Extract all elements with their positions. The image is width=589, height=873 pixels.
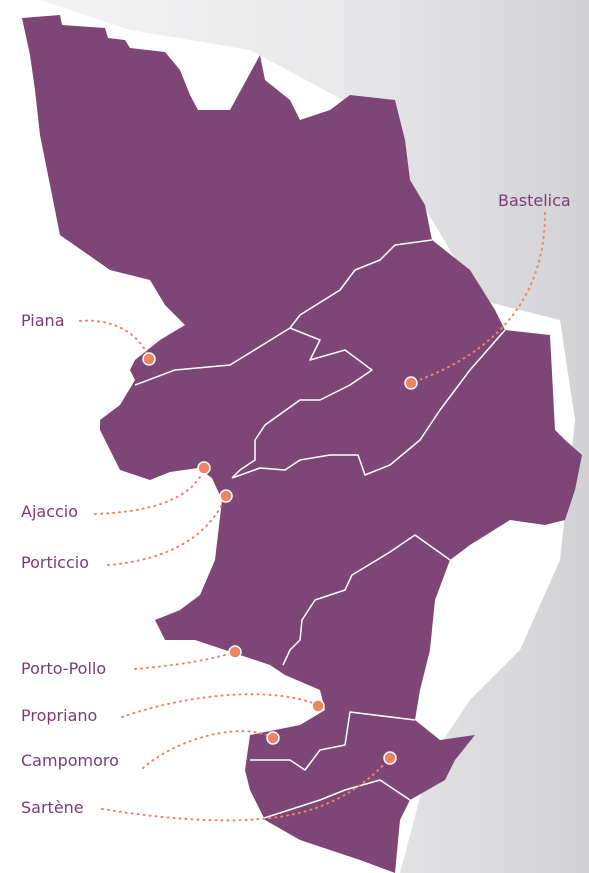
marker-sartene[interactable] <box>383 751 397 765</box>
leader-sartene <box>101 757 391 822</box>
marker-porto-pollo[interactable] <box>228 645 242 659</box>
marker-porticcio[interactable] <box>219 489 233 503</box>
region-landmass <box>22 15 582 873</box>
leader-lines <box>79 212 546 822</box>
marker-ajaccio[interactable] <box>197 461 211 475</box>
label-porticcio[interactable]: Porticcio <box>21 553 89 572</box>
leader-porto-pollo <box>134 651 236 670</box>
label-campomoro[interactable]: Campomoro <box>21 751 119 770</box>
leader-bastelica <box>410 212 546 384</box>
leader-ajaccio <box>94 469 205 515</box>
label-piana[interactable]: Piana <box>21 311 65 330</box>
label-sartene[interactable]: Sartène <box>21 798 84 817</box>
region-borders <box>134 239 506 821</box>
marker-piana[interactable] <box>142 352 156 366</box>
label-bastelica[interactable]: Bastelica <box>498 191 571 210</box>
sea-background <box>40 0 589 873</box>
label-porto-pollo[interactable]: Porto-Pollo <box>21 659 107 678</box>
leader-porticcio <box>107 495 227 566</box>
town-markers <box>142 352 418 765</box>
leader-campomoro <box>142 730 274 769</box>
label-propriano[interactable]: Propriano <box>21 706 98 725</box>
marker-propriano[interactable] <box>311 699 325 713</box>
leader-propriano <box>121 693 319 718</box>
marker-campomoro[interactable] <box>266 731 280 745</box>
label-ajaccio[interactable]: Ajaccio <box>21 502 79 521</box>
marker-bastelica[interactable] <box>404 376 418 390</box>
leader-piana <box>79 319 150 359</box>
